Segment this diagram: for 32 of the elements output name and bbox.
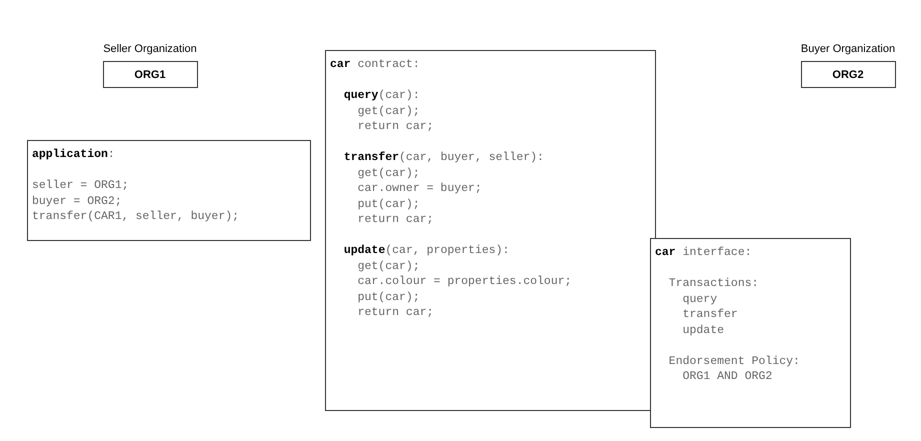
code-line: return car;	[356, 119, 434, 134]
code-line: transfer(CAR1, seller, buyer);	[32, 209, 240, 224]
code-line: query(car):	[342, 88, 420, 104]
organization-heading: Buyer Organization	[800, 43, 896, 55]
code-line: transfer	[682, 307, 738, 322]
code-line: put(car);	[356, 196, 420, 212]
code-line: get(car);	[356, 104, 420, 119]
code-line: transfer(car, buyer, seller):	[342, 150, 544, 166]
code-line: update	[682, 322, 724, 338]
code-box	[27, 140, 311, 241]
code-line: return car;	[356, 212, 434, 228]
code-line: Endorsement Policy:	[668, 354, 800, 369]
code-line: query	[682, 292, 718, 307]
code-line: Transactions:	[668, 276, 759, 292]
code-line: update(car, properties):	[342, 243, 510, 258]
organization-box: ORG1	[102, 61, 198, 88]
code-box	[650, 238, 851, 428]
code-line: return car;	[356, 305, 434, 320]
code-box	[325, 50, 656, 411]
code-line: car.colour = properties.colour;	[356, 274, 572, 290]
code-line: car interface:	[655, 245, 752, 260]
code-line: buyer = ORG2;	[32, 194, 122, 209]
code-line: seller = ORG1;	[32, 178, 129, 194]
code-line: application:	[32, 147, 115, 162]
organization-box: ORG2	[800, 61, 896, 88]
code-line: get(car);	[356, 258, 420, 274]
code-line: car.owner = buyer;	[356, 181, 482, 196]
code-line: car contract:	[330, 57, 420, 72]
code-line: ORG1 AND ORG2	[682, 369, 772, 384]
code-line: put(car);	[356, 290, 420, 305]
organization-heading: Seller Organization	[102, 43, 198, 55]
code-line: get(car);	[356, 166, 420, 181]
